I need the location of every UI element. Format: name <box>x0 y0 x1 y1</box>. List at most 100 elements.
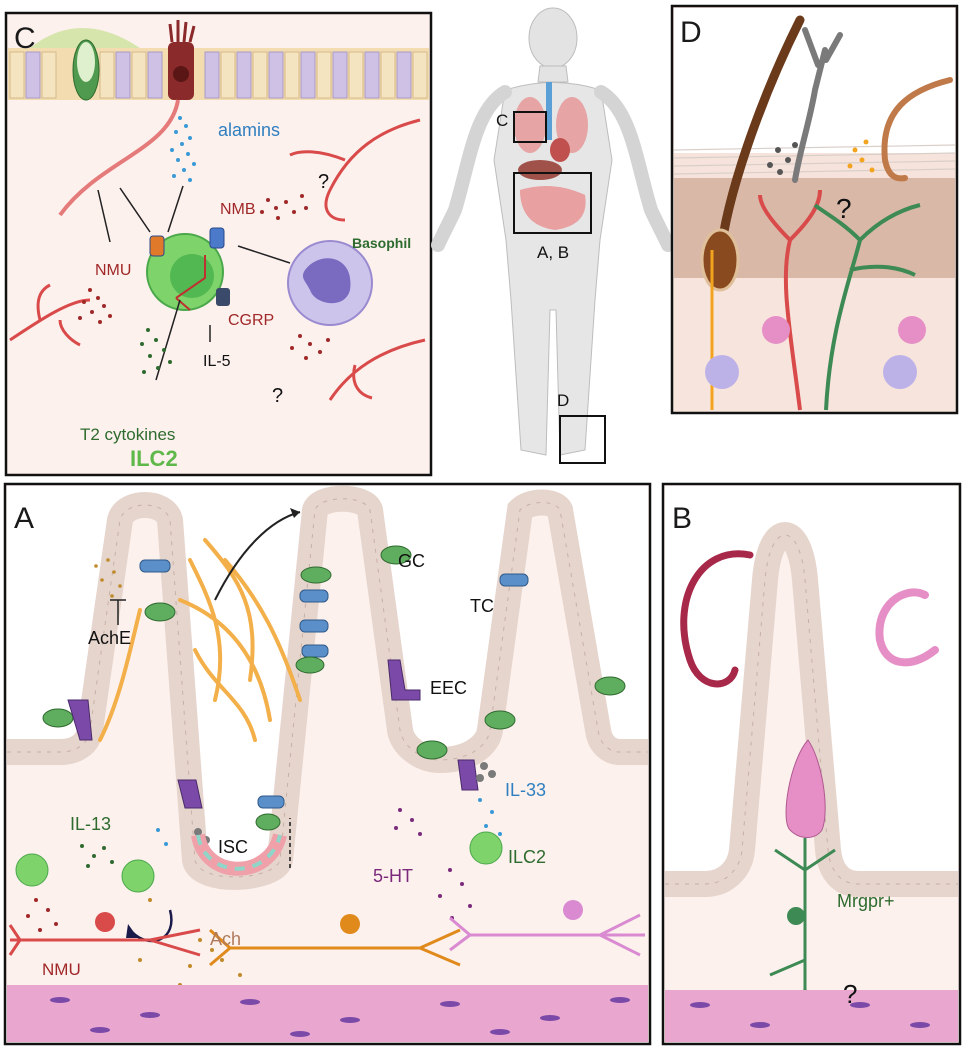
basophil-label: Basophil <box>352 235 411 251</box>
il33-label: IL-33 <box>505 780 546 800</box>
region-label-c: C <box>496 111 508 130</box>
mrgpr-label: Mrgpr+ <box>837 891 895 911</box>
helminth-pink <box>875 588 939 667</box>
nmu-label: NMU <box>95 262 131 279</box>
nmu-dots <box>78 288 112 324</box>
expulsion-arrow <box>214 511 301 601</box>
panel-b-letter: B <box>672 502 692 535</box>
panel-a: GC TC AchE EEC IL-33 IL-13 ISC ILC2 5-HT… <box>3 482 652 1046</box>
brush-cell-nucleus <box>173 66 189 82</box>
panel-a-letter: A <box>14 502 34 535</box>
il33-dots <box>156 798 502 846</box>
inhibition-lines <box>175 255 206 311</box>
nmb-dots <box>260 194 308 220</box>
region-label-ab: A, B <box>537 243 569 262</box>
panel-b-question-mark: ? <box>843 979 857 1009</box>
region-box-ab <box>513 172 592 234</box>
sensory-epithelial-cell <box>785 739 826 838</box>
il5-label: IL-5 <box>203 353 231 370</box>
panel-d: ? D <box>670 4 959 415</box>
cgrp-dots <box>290 334 330 360</box>
red-sensory-nerve <box>758 189 822 411</box>
left-lung <box>514 97 546 153</box>
t2-cytokine-dots <box>140 328 172 374</box>
crypt-paneth-cells <box>196 834 282 871</box>
smooth-muscle-b <box>665 990 958 1042</box>
muscle-nuclei-b <box>690 1002 930 1028</box>
region-box-d <box>559 415 606 464</box>
cholinergic-neuron-soma <box>340 914 360 934</box>
question-mark-upper: ? <box>318 171 329 193</box>
torso-and-legs <box>493 82 613 456</box>
upper-nerve-ending <box>289 118 421 222</box>
nmu-neuron-soma <box>95 912 115 932</box>
ht5-label: 5-HT <box>373 866 413 886</box>
epithelium-cell-borders <box>7 498 648 878</box>
panel-d-question-mark: ? <box>836 193 852 224</box>
larva-dots <box>847 139 875 173</box>
brush-cell-microvilli <box>168 20 196 43</box>
dermal-cell-1 <box>762 316 790 344</box>
alarmin-dots <box>170 116 196 182</box>
helminths-a <box>98 538 302 742</box>
sensory-fiber <box>58 99 180 217</box>
ach-dots-upper <box>94 558 122 598</box>
nmb-receptor <box>209 227 225 249</box>
serotonergic-neuron-soma <box>563 900 583 920</box>
dermal-cell-4 <box>883 355 917 389</box>
serotonergic-neuron <box>449 913 645 957</box>
human-body-figure: C A, B D <box>431 7 675 464</box>
hair-follicle <box>700 228 740 292</box>
ach-label: Ach <box>210 929 241 949</box>
mrgpr-neuron-soma <box>787 907 805 925</box>
tc-label: TC <box>470 596 494 616</box>
parasite <box>792 27 843 183</box>
green-sensory-nerve <box>813 203 921 411</box>
ache-label: AchE <box>88 628 131 648</box>
cholinergic-neuron <box>208 928 461 967</box>
smooth-muscle-a <box>7 985 648 1042</box>
nmu-dots-a <box>26 898 58 932</box>
signal-arrows <box>97 185 291 381</box>
goblet-cells <box>42 545 626 831</box>
tuft-cells <box>139 559 529 809</box>
muscle-nuclei-a <box>50 997 630 1037</box>
t2-cytokines-label: T2 cytokines <box>80 425 175 444</box>
ilc2-nucleus <box>170 254 214 298</box>
right-lung <box>556 97 588 153</box>
dermal-cell-2 <box>705 355 739 389</box>
stratum-corneum <box>673 144 956 175</box>
panel-c: alamins ? NMB Basophil NMU CGRP <box>4 11 433 477</box>
il13-label: IL-13 <box>70 814 111 834</box>
epithelium-borders-b <box>665 534 958 885</box>
cgrp-receptor <box>216 288 230 306</box>
heart <box>550 138 570 162</box>
basophil-nucleus <box>302 258 351 304</box>
intestinal-lumen <box>7 486 648 877</box>
cgrp-label: CGRP <box>228 312 274 329</box>
nmu-receptor <box>149 235 165 257</box>
nmu-neuron <box>8 924 201 957</box>
question-mark-lower: ? <box>272 385 283 407</box>
region-box-c <box>513 111 547 143</box>
mucus-layer <box>30 28 140 48</box>
helminth-red <box>680 550 754 688</box>
ilc2-label: ILC2 <box>130 446 178 471</box>
isc-label: ISC <box>218 837 248 857</box>
expulsion-arrowhead <box>290 508 300 518</box>
gc-label: GC <box>398 551 425 571</box>
panel-d-letter: D <box>680 16 702 49</box>
left-arm <box>431 85 512 252</box>
parasite-dots <box>767 142 798 175</box>
il13-dots <box>80 844 114 868</box>
panel-c-letter: C <box>14 22 36 55</box>
enteroendocrine-cells <box>67 659 479 809</box>
dermal-cell-3 <box>898 316 926 344</box>
ilc2-label-a: ILC2 <box>508 847 546 867</box>
panel-b: Mrgpr+ ? B <box>661 482 962 1046</box>
intestines <box>520 186 586 230</box>
goblet-granules <box>77 42 95 82</box>
neck <box>537 65 569 83</box>
larva <box>881 77 953 182</box>
